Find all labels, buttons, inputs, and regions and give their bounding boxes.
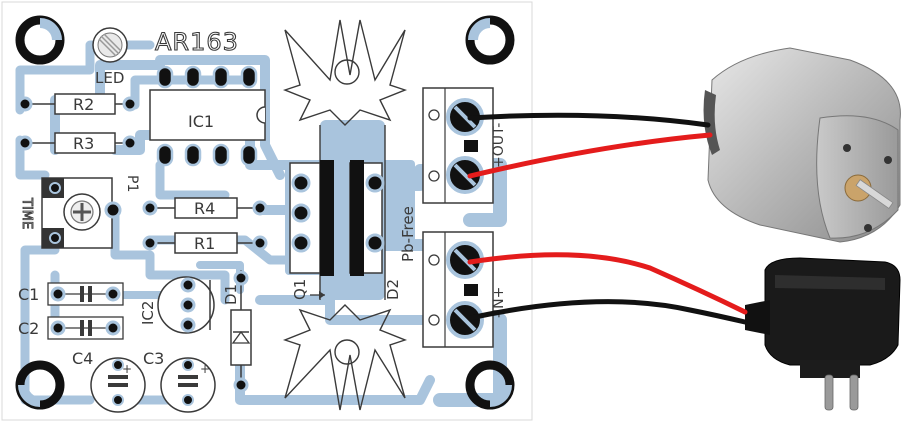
r4-component bbox=[142, 197, 268, 219]
time-label: TIME bbox=[19, 197, 34, 229]
c4-label: C4 bbox=[72, 349, 93, 368]
output-terminal-block bbox=[422, 87, 494, 204]
input-terminal-block bbox=[422, 231, 494, 348]
r4-label: R4 bbox=[194, 199, 215, 218]
q1-component bbox=[289, 160, 334, 299]
p1-component bbox=[41, 177, 122, 249]
dc-motor bbox=[703, 47, 901, 243]
output-terminal-label: +OUT- bbox=[491, 123, 507, 168]
ic1-label: IC1 bbox=[188, 112, 214, 131]
led-component bbox=[92, 27, 128, 63]
mounting-hole bbox=[15, 360, 65, 410]
r1-component bbox=[142, 232, 268, 254]
c3-label: C3 bbox=[143, 349, 164, 368]
c4-component: + bbox=[90, 357, 146, 413]
led-label: LED bbox=[95, 69, 124, 87]
c2-label: C2 bbox=[18, 319, 39, 338]
c2-component bbox=[47, 316, 124, 340]
pb-free-label: Pb-Free bbox=[399, 206, 417, 262]
mounting-holes bbox=[15, 15, 515, 410]
motor-black-wire bbox=[467, 112, 711, 128]
r3-label: R3 bbox=[73, 134, 94, 153]
d2-label: D2 bbox=[384, 279, 402, 300]
r2-label: R2 bbox=[73, 95, 94, 114]
board-title: AR163 bbox=[155, 28, 239, 56]
ic2-component bbox=[157, 276, 215, 334]
mounting-hole bbox=[15, 15, 65, 65]
c1-label: C1 bbox=[18, 285, 39, 304]
adapter-black-wire bbox=[467, 299, 748, 325]
c4-plus-mark: + bbox=[122, 362, 132, 376]
mounting-hole bbox=[465, 360, 515, 410]
r3-component bbox=[17, 132, 138, 154]
r1-label: R1 bbox=[194, 234, 215, 253]
c1-component bbox=[47, 282, 124, 306]
d1-component bbox=[230, 270, 252, 393]
d1-label: D1 bbox=[222, 284, 240, 305]
q1-label: Q1 bbox=[291, 279, 309, 300]
ic1-component bbox=[149, 65, 266, 167]
adapter-red-wire bbox=[467, 252, 748, 315]
ic2-label: IC2 bbox=[139, 301, 157, 325]
power-adapter bbox=[745, 257, 901, 411]
wires bbox=[467, 112, 748, 325]
motor-red-wire bbox=[467, 132, 713, 179]
p1-label: P1 bbox=[124, 175, 140, 192]
mounting-hole bbox=[465, 15, 515, 65]
c3-component: + bbox=[160, 357, 216, 413]
c3-plus-mark: + bbox=[200, 362, 210, 376]
d2-component bbox=[349, 160, 385, 276]
r2-component bbox=[17, 93, 138, 115]
